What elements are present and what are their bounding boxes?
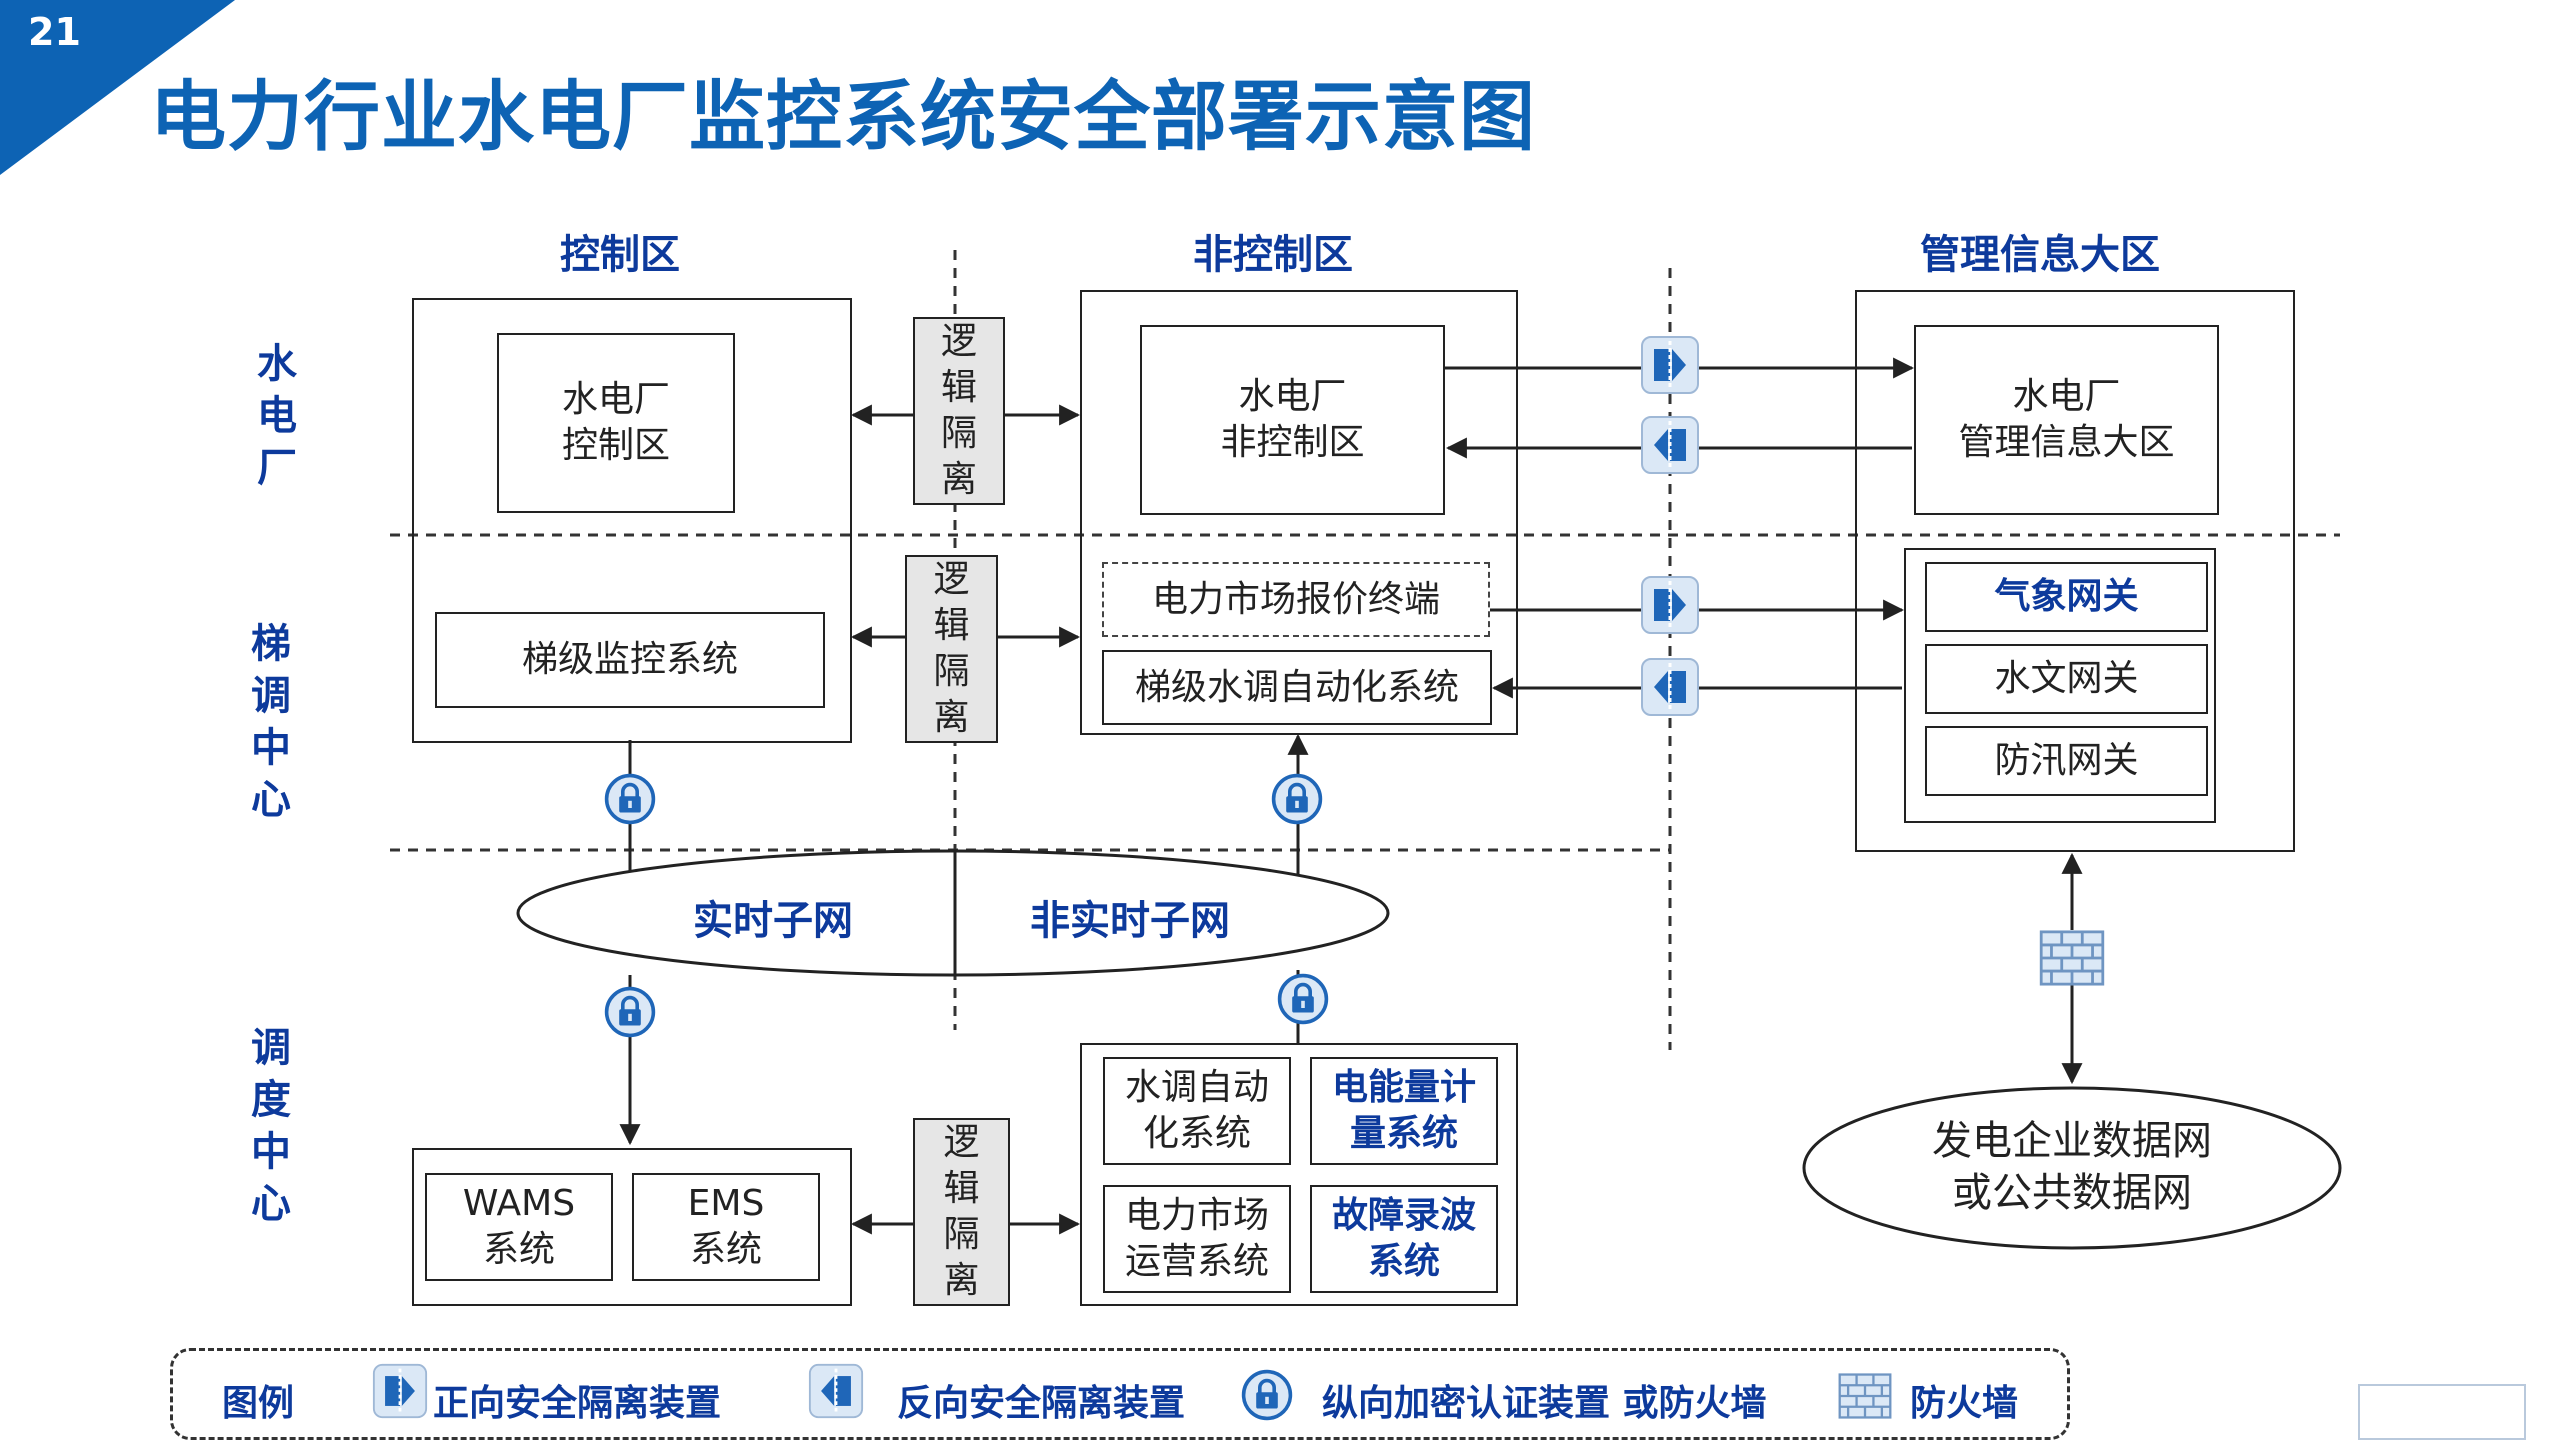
market-ops-system-box: 电力市场 运营系统	[1103, 1185, 1291, 1293]
lock-icon	[604, 986, 656, 1038]
plant-mgmt-box: 水电厂 管理信息大区	[1914, 325, 2219, 515]
gateway-weather: 气象网关	[1925, 562, 2208, 632]
row-dispatch-heading: 调 度 中 心	[251, 1025, 291, 1227]
plant-control-box: 水电厂 控制区	[497, 333, 735, 513]
gateway-hydrology: 水文网关	[1925, 644, 2208, 714]
gateway-group	[1904, 548, 2216, 823]
corner-ribbon	[0, 0, 235, 175]
external-network-label: 发电企业数据网 或公共数据网	[1932, 1118, 2212, 1216]
noncontrol-zone-container	[1080, 290, 1518, 735]
ems-system-box: EMS 系统	[632, 1173, 820, 1281]
logical-isolation-cascade: 逻 辑 隔 离	[905, 555, 998, 743]
logical-isolation-plant: 逻 辑 隔 离	[913, 317, 1005, 505]
corner-placeholder-box	[2358, 1384, 2526, 1440]
lock-icon	[1271, 773, 1323, 825]
realtime-subnet-label: 实时子网	[693, 898, 853, 944]
logical-isolation-dispatch: 逻 辑 隔 离	[913, 1118, 1010, 1306]
lock-icon	[1277, 973, 1329, 1025]
legend-encrypt-label: 纵向加密认证装置 或防火墙	[1322, 1383, 1767, 1424]
legend-forward-label: 正向安全隔离装置	[433, 1383, 722, 1424]
dispatch-control-container	[412, 1148, 852, 1306]
zone-noncontrol-heading: 非控制区	[1193, 232, 1353, 278]
cascade-monitor-box: 梯级监控系统	[435, 612, 825, 708]
reverse-isolation-icon	[1640, 657, 1700, 717]
row-cascade-heading: 梯 调 中 心	[251, 621, 291, 823]
dispatch-noncontrol-container	[1080, 1043, 1518, 1306]
legend-title: 图例	[222, 1383, 295, 1424]
legend-firewall-label: 防火墙	[1910, 1383, 2019, 1424]
slide-title: 电力行业水电厂监控系统安全部署示意图	[150, 72, 1536, 161]
lock-icon	[604, 773, 656, 825]
zone-mgmt-heading: 管理信息大区	[1920, 232, 2160, 278]
mgmt-zone-container	[1855, 290, 2295, 852]
reverse-isolation-icon	[1640, 415, 1700, 475]
market-terminal-box: 电力市场报价终端	[1102, 562, 1490, 637]
water-dispatch-box: 梯级水调自动化系统	[1102, 650, 1492, 725]
forward-isolation-icon	[1640, 335, 1700, 395]
nonrealtime-subnet-label: 非实时子网	[1030, 898, 1230, 944]
zone-control-heading: 控制区	[560, 232, 680, 278]
legend-reverse-label: 反向安全隔离装置	[897, 1383, 1186, 1424]
wams-system-box: WAMS 系统	[425, 1173, 613, 1281]
fault-recorder-system-box: 故障录波 系统	[1310, 1185, 1498, 1293]
water-auto-system-box: 水调自动 化系统	[1103, 1057, 1291, 1165]
plant-noncontrol-box: 水电厂 非控制区	[1140, 325, 1445, 515]
page-number: 21	[28, 10, 81, 54]
row-plant-heading: 水 电 厂	[257, 341, 297, 491]
forward-isolation-icon	[1640, 575, 1700, 635]
legend-box	[170, 1348, 2070, 1440]
gateway-flood: 防汛网关	[1925, 726, 2208, 796]
firewall-icon	[2039, 930, 2105, 986]
control-zone-container	[412, 298, 852, 743]
metering-system-box: 电能量计 量系统	[1310, 1057, 1498, 1165]
